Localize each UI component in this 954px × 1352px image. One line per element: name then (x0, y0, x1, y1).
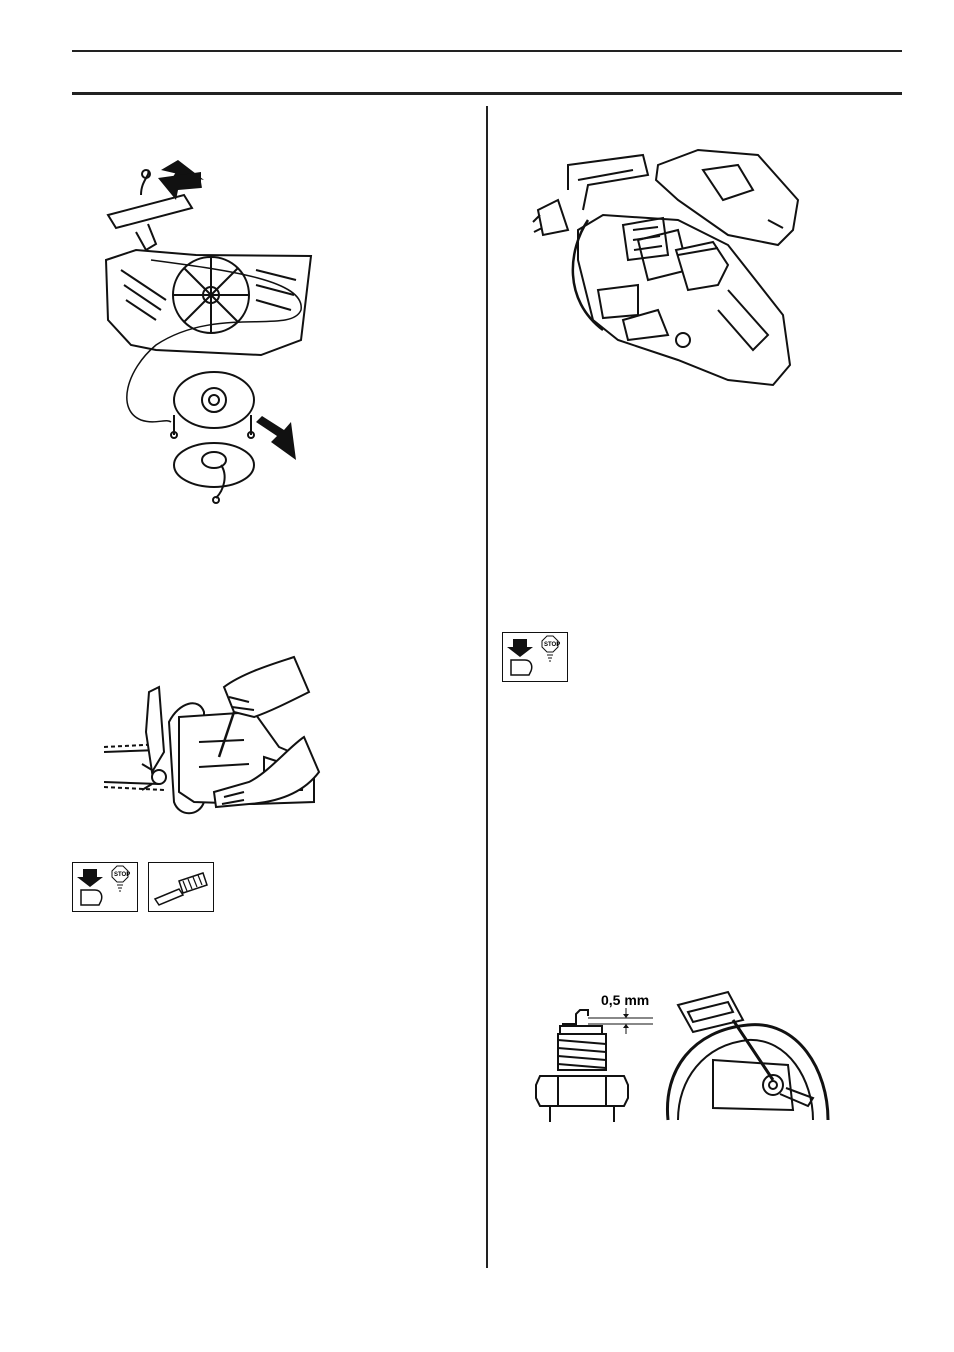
air-filter-figure (528, 140, 808, 400)
spark-plug-gap-label: 0,5 mm (601, 992, 649, 1008)
stop-label: STOP (544, 642, 560, 648)
stop-switch-cleaning-figure (104, 652, 324, 822)
spark-plug-gap-icon (528, 990, 838, 1126)
spark-plug-figure (528, 990, 838, 1126)
stop-switch-symbol-right: STOP (502, 632, 568, 682)
stop-switch-cleaning-icon (104, 652, 324, 822)
brush-icon (149, 863, 211, 909)
stop-switch-symbol: STOP (72, 862, 138, 912)
starter-assembly-figure (96, 160, 336, 510)
header-rule-bottom (72, 92, 902, 95)
brush-symbol (148, 862, 214, 912)
stop-switch-icon: STOP (73, 863, 135, 909)
stop-switch-icon: STOP (503, 633, 565, 679)
air-filter-cover-icon (528, 140, 808, 400)
stop-label: STOP (114, 872, 130, 878)
header-rule-top (72, 50, 902, 52)
column-divider (486, 106, 488, 1268)
starter-assembly-icon (96, 160, 336, 510)
